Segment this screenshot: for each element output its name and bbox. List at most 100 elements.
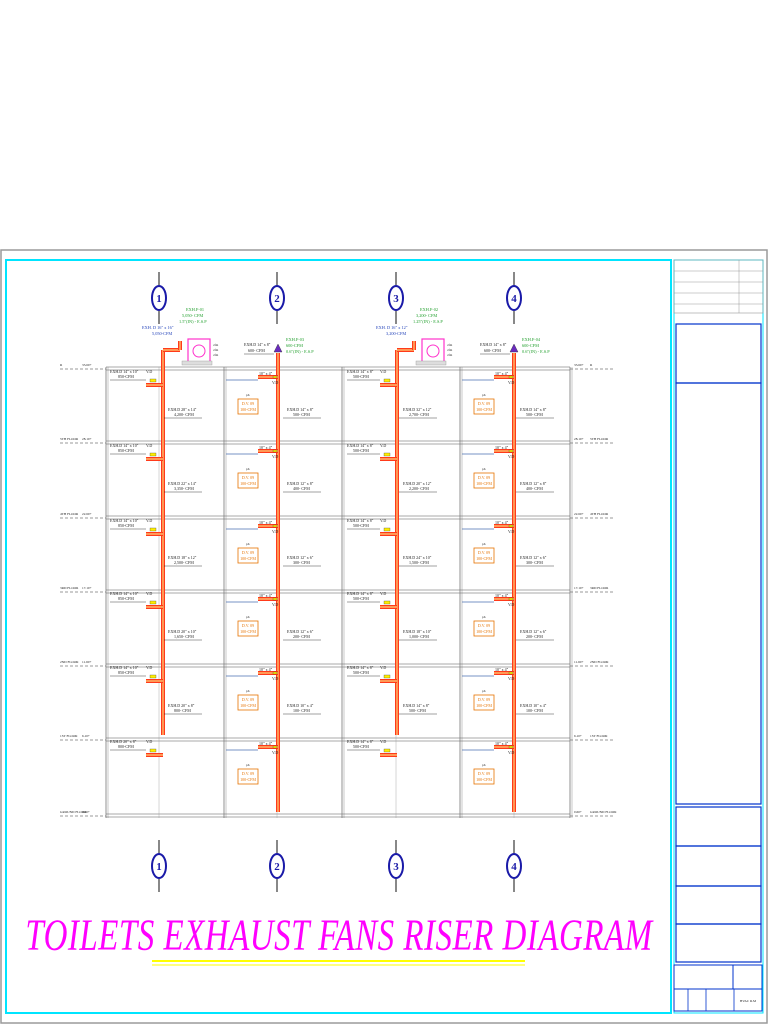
diffuser-label: D.V. 09 bbox=[242, 401, 254, 406]
fan-exhf-03-cfm: 600-CFM bbox=[286, 343, 303, 348]
branch-duct-label: EXH.D 14" x 8" bbox=[347, 739, 374, 744]
diffuser-label: D.V. 09 bbox=[478, 771, 490, 776]
fan-exhf-02-sp: 1.25"(IN) - E.S.P bbox=[413, 319, 443, 324]
trunk-cfm-label: 500- CFM bbox=[293, 412, 310, 417]
fan-exhf-02-mark: cfm bbox=[447, 343, 453, 347]
floor-level-left: 0.60+ bbox=[82, 810, 90, 814]
trunk-duct-label: EXH.D 20" x 12" bbox=[403, 481, 432, 486]
grid-label: 4 bbox=[511, 861, 517, 873]
grid-label: 1 bbox=[156, 293, 162, 305]
branch-cfm-label: 500-CFM bbox=[353, 448, 369, 453]
diffuser-cfm: 100-CFM bbox=[476, 481, 492, 486]
vd-label: V.D bbox=[508, 602, 514, 607]
branch-cfm-label: 850-CFM bbox=[118, 448, 134, 453]
branch-duct-label: EXH.D 14" x 10" bbox=[110, 443, 139, 448]
floor-level-right: 17.10+ bbox=[574, 586, 584, 590]
vd-label: V.D bbox=[272, 602, 278, 607]
grid-label: 3 bbox=[393, 861, 399, 873]
diffuser-label: D.V. 09 bbox=[242, 697, 254, 702]
trunk-cfm-label: 100- CFM bbox=[293, 708, 310, 713]
small-duct-label: 10" x 4" bbox=[259, 371, 273, 376]
diffuser-label: D.V. 09 bbox=[478, 623, 490, 628]
volume-damper bbox=[383, 527, 391, 532]
floor-name-right: GROUND FLOOR bbox=[590, 810, 617, 814]
diffuser-label: D.V. 09 bbox=[478, 475, 490, 480]
volume-damper bbox=[272, 671, 278, 675]
trunk-duct-label: EXH.D 18" x 12" bbox=[168, 555, 197, 560]
volume-damper bbox=[383, 674, 391, 679]
title-block-cell bbox=[673, 964, 763, 990]
diffuser-tag: ph bbox=[482, 542, 486, 546]
floor-level-right: 0.60+ bbox=[574, 810, 582, 814]
diffuser-box bbox=[473, 620, 495, 637]
branch-cfm-label: 850-CFM bbox=[118, 596, 134, 601]
floor-level-left: 22.60+ bbox=[82, 512, 92, 516]
branch-cfm-label: 850-CFM bbox=[118, 374, 134, 379]
vd-label: V.D bbox=[508, 676, 514, 681]
small-duct-label: 10" x 4" bbox=[495, 520, 509, 525]
diffuser-tag: ph bbox=[246, 615, 250, 619]
volume-damper bbox=[383, 452, 391, 457]
diffuser-box bbox=[237, 620, 259, 637]
vd-label: V.D bbox=[508, 380, 514, 385]
small-duct-label: 10" x 4" bbox=[259, 593, 273, 598]
trunk-duct-label: EXH.D 24" x 10" bbox=[403, 555, 432, 560]
floor-name-left: 3RD FLOOR bbox=[60, 586, 79, 590]
diffuser-tag: ph bbox=[482, 615, 486, 619]
vd-label: V.D bbox=[380, 591, 386, 596]
branch-duct-label: EXH.D 14" x 10" bbox=[110, 665, 139, 670]
floor-name-left: 2ND FLOOR bbox=[60, 660, 79, 664]
vd-label: V.D bbox=[146, 739, 152, 744]
diffuser-box bbox=[473, 547, 495, 564]
outer-border bbox=[0, 249, 768, 1024]
vd-label: V.D bbox=[272, 750, 278, 755]
title-block-label: HVAC R.M bbox=[740, 999, 756, 1003]
diffuser-tag: ph bbox=[246, 763, 250, 767]
drawing-frame bbox=[5, 259, 672, 1014]
title-block-cell bbox=[673, 988, 763, 1012]
branch-cfm-label: 850-CFM bbox=[118, 670, 134, 675]
branch-duct-label: EXH.D 20" x 8" bbox=[110, 739, 137, 744]
volume-damper bbox=[149, 527, 157, 532]
floor-level-left: 17.10+ bbox=[82, 586, 92, 590]
title-block-cell bbox=[673, 259, 764, 314]
grid-bubble bbox=[506, 853, 522, 879]
floor-name-left: 1ST FLOOR bbox=[60, 734, 78, 738]
title-block-cell bbox=[675, 806, 762, 847]
volume-damper bbox=[149, 600, 157, 605]
volume-damper bbox=[508, 524, 514, 528]
diffuser-box bbox=[473, 694, 495, 711]
diffuser-tag: ph bbox=[482, 393, 486, 397]
diffuser-tag: ph bbox=[482, 763, 486, 767]
diffuser-cfm: 100-CFM bbox=[240, 777, 256, 782]
fan-exhf-03-duct: EXH.D 14" x 8" bbox=[244, 342, 271, 347]
small-duct-label: 10" x 4" bbox=[495, 741, 509, 746]
trunk-cfm-label: 2,200- CFM bbox=[409, 486, 429, 492]
diffuser-label: D.V. 09 bbox=[478, 550, 490, 555]
small-duct-label: 10" x 4" bbox=[495, 667, 509, 672]
diffuser-cfm: 100-CFM bbox=[240, 703, 256, 708]
vd-label: V.D bbox=[272, 380, 278, 385]
floor-name-right: 5TH FLOOR bbox=[590, 437, 609, 441]
fan-exhf-04-cfm: 600-CFM bbox=[522, 343, 539, 348]
trunk-duct-label: EXH.D 18" x 10" bbox=[403, 629, 432, 634]
vd-label: V.D bbox=[508, 529, 514, 534]
diffuser-tag: ph bbox=[482, 689, 486, 693]
fan-exhf-01-mark: cfm bbox=[213, 343, 219, 347]
trunk-cfm-label: 100- CFM bbox=[526, 708, 543, 713]
volume-damper bbox=[149, 748, 157, 753]
branch-duct-label: EXH.D 14" x 8" bbox=[347, 369, 374, 374]
branch-duct-label: EXH.D 14" x 10" bbox=[110, 369, 139, 374]
diffuser-tag: ph bbox=[246, 467, 250, 471]
volume-damper bbox=[272, 524, 278, 528]
floor-level-left: 6.10+ bbox=[82, 734, 90, 738]
diffuser-tag: ph bbox=[246, 542, 250, 546]
trunk-duct-label: EXH.D 14" x 8" bbox=[520, 407, 547, 412]
title-block-cell bbox=[675, 923, 762, 963]
fan-exhf-02-mark: cfm bbox=[447, 348, 453, 352]
grid-label: 4 bbox=[511, 293, 517, 305]
volume-damper bbox=[508, 375, 514, 379]
volume-damper bbox=[508, 597, 514, 601]
branch-cfm-label: 850-CFM bbox=[118, 523, 134, 528]
volume-damper bbox=[149, 452, 157, 457]
